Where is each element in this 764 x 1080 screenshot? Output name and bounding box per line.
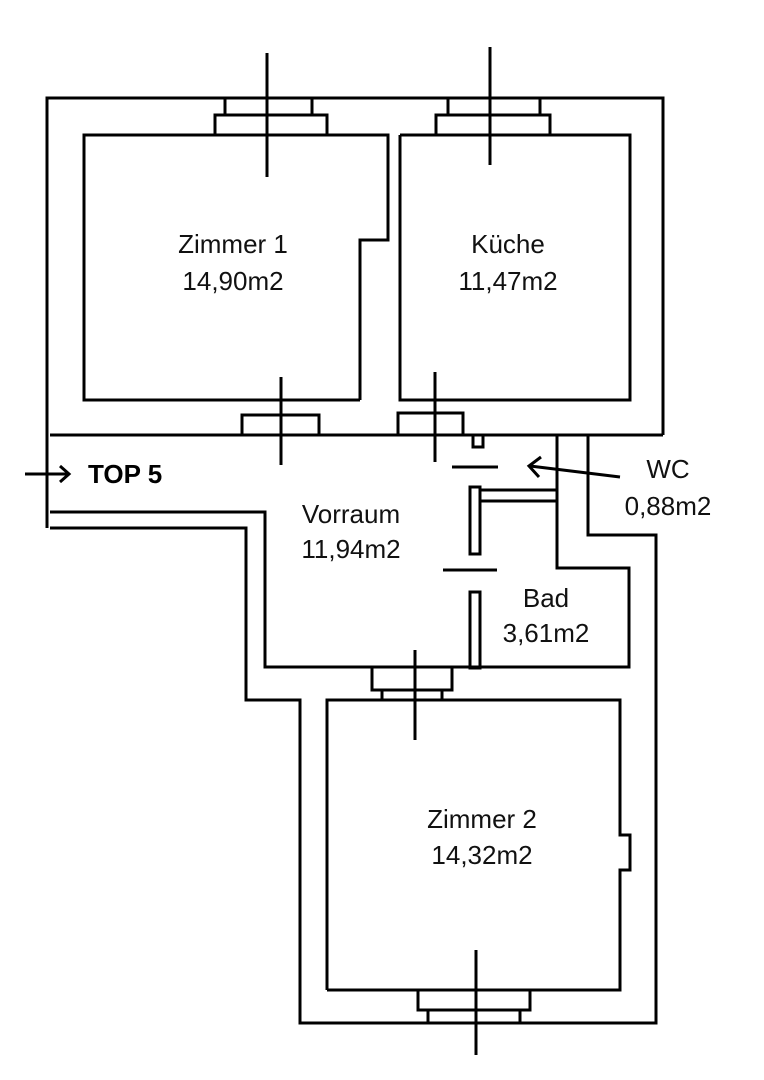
room-name-vorraum: Vorraum [302,499,400,529]
room-name-kueche: Küche [471,229,545,259]
room-area-zimmer-1: 14,90m2 [182,266,283,296]
room-area-kueche: 11,47m2 [458,266,557,296]
room-name-bad: Bad [523,583,569,613]
entrance-arrow-icon [25,464,72,484]
room-kueche-walls [398,133,632,402]
wc-pointer-arrow-icon [526,455,621,479]
room-zimmer-2-walls [325,698,632,992]
room-area-vorraum: 11,94m2 [301,534,400,564]
room-area-zimmer-2: 14,32m2 [431,840,532,870]
wc-bad-walls [443,435,631,670]
room-name-zimmer-1: Zimmer 1 [178,229,288,259]
room-name-wc: WC [646,454,689,484]
room-area-wc: 0,88m2 [625,491,712,521]
axis-marks [265,47,492,1055]
room-zimmer-1-walls [82,133,390,402]
room-name-zimmer-2: Zimmer 2 [427,804,537,834]
unit-label: TOP 5 [88,459,162,489]
room-area-bad: 3,61m2 [503,618,590,648]
